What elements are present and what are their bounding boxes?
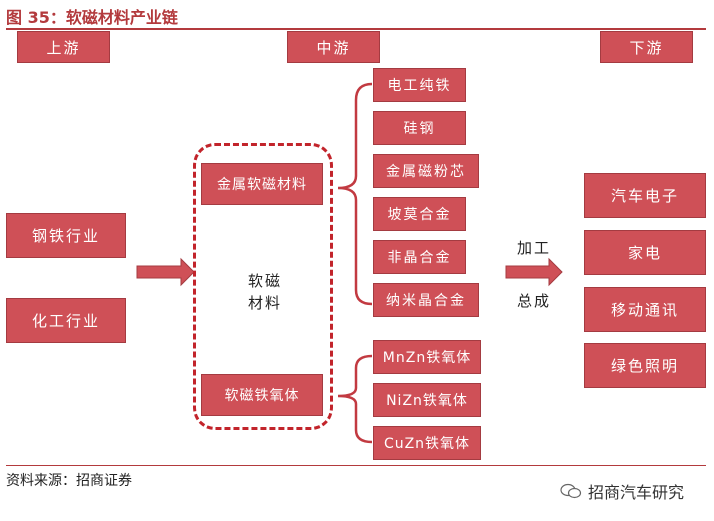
ferrite-item-nizn: NiZn铁氧体 bbox=[373, 383, 481, 417]
source-note: 资料来源：招商证券 bbox=[6, 473, 132, 489]
metal-item-permalloy: 坡莫合金 bbox=[373, 197, 466, 231]
ferrite-brace bbox=[337, 354, 373, 444]
bottom-rule bbox=[6, 465, 706, 466]
ferrite-item-mnzn: MnZn铁氧体 bbox=[373, 340, 481, 374]
header-downstream: 下游 bbox=[600, 31, 693, 63]
downstream-item-mobile-comm: 移动通讯 bbox=[584, 287, 706, 332]
soft-magnetic-group bbox=[193, 143, 333, 430]
metal-brace bbox=[337, 82, 373, 306]
downstream-item-green-lighting: 绿色照明 bbox=[584, 343, 706, 388]
category-soft-ferrite: 软磁铁氧体 bbox=[201, 374, 323, 416]
upstream-item-chemical: 化工行业 bbox=[6, 298, 126, 343]
header-midstream: 中游 bbox=[287, 31, 380, 63]
metal-item-silicon-steel: 硅钢 bbox=[373, 111, 466, 145]
header-upstream: 上游 bbox=[17, 31, 110, 63]
metal-item-amorphous: 非晶合金 bbox=[373, 240, 466, 274]
watermark-text: 招商汽车研究 bbox=[588, 483, 685, 502]
metal-item-powder-core: 金属磁粉芯 bbox=[373, 154, 479, 188]
wechat-icon bbox=[560, 483, 582, 499]
downstream-item-auto-electronics: 汽车电子 bbox=[584, 173, 706, 218]
metal-item-pure-iron: 电工纯铁 bbox=[373, 68, 466, 102]
metal-item-nanocrystalline: 纳米晶合金 bbox=[373, 283, 479, 317]
process-label-line2: 总成 bbox=[516, 292, 551, 310]
watermark: 招商汽车研究 bbox=[560, 479, 684, 503]
category-metal-soft-magnetic: 金属软磁材料 bbox=[201, 163, 323, 205]
upstream-item-steel: 钢铁行业 bbox=[6, 213, 126, 258]
arrow-to-downstream bbox=[505, 257, 563, 287]
downstream-item-appliances: 家电 bbox=[584, 230, 706, 275]
process-label-line1: 加工 bbox=[516, 239, 551, 257]
figure-title: 图 35：软磁材料产业链 bbox=[6, 8, 178, 27]
center-label-line1: 软磁 bbox=[247, 272, 282, 290]
top-rule bbox=[6, 28, 706, 30]
ferrite-item-cuzn: CuZn铁氧体 bbox=[373, 426, 481, 460]
center-label-line2: 材料 bbox=[247, 294, 282, 312]
arrow-upstream-to-center bbox=[136, 257, 195, 287]
